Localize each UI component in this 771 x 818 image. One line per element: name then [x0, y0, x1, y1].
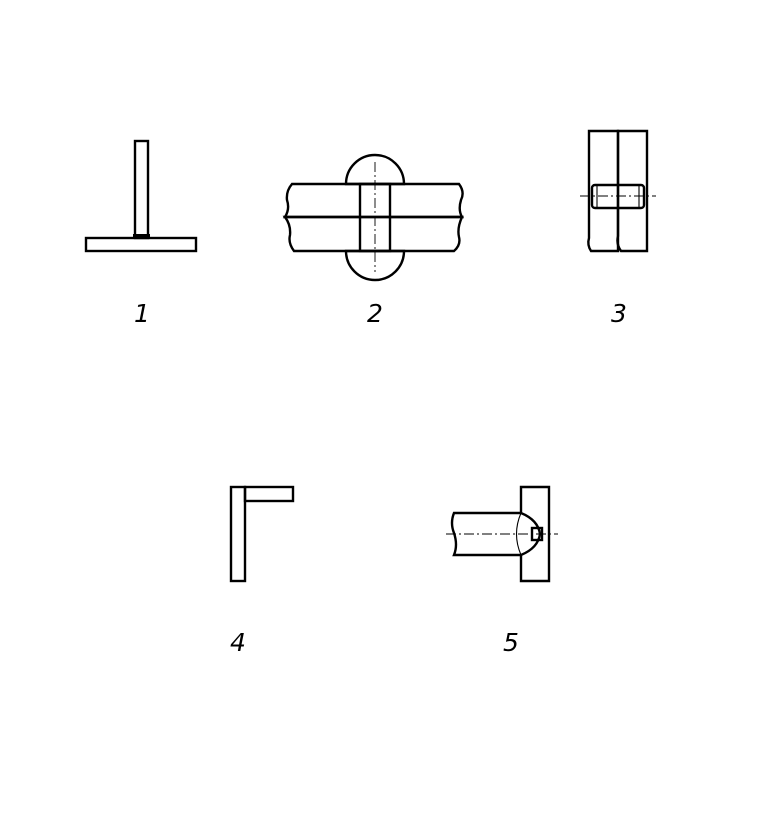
left-part	[587, 129, 620, 253]
figure-3-label: 3	[611, 299, 627, 328]
pin	[590, 183, 646, 210]
right-part	[616, 129, 649, 253]
figure-1-label: 1	[134, 299, 150, 328]
weld-zone	[515, 512, 541, 556]
figure-2-label: 2	[367, 299, 383, 328]
upper-plate	[282, 182, 465, 219]
rivet-head-top	[344, 153, 406, 186]
horizontal-leg	[243, 485, 295, 503]
vertical-leg	[229, 485, 247, 583]
weld-seam	[133, 234, 150, 239]
base-plate	[84, 236, 198, 253]
figure-2-rivet-joint: 2	[282, 153, 465, 328]
figure-4-label: 4	[230, 628, 246, 657]
figure-3-pin-joint: 3	[580, 129, 656, 328]
stud-body	[450, 511, 521, 557]
figure-5-label: 5	[503, 628, 519, 657]
figure-1-t-joint: 1	[84, 139, 198, 328]
lower-plate	[282, 215, 464, 253]
figure-5-stud-joint: 5	[446, 485, 558, 657]
figure-4-corner-joint: 4	[229, 485, 295, 657]
rivet-head-bottom	[344, 249, 406, 282]
vertical-plate	[133, 139, 150, 240]
